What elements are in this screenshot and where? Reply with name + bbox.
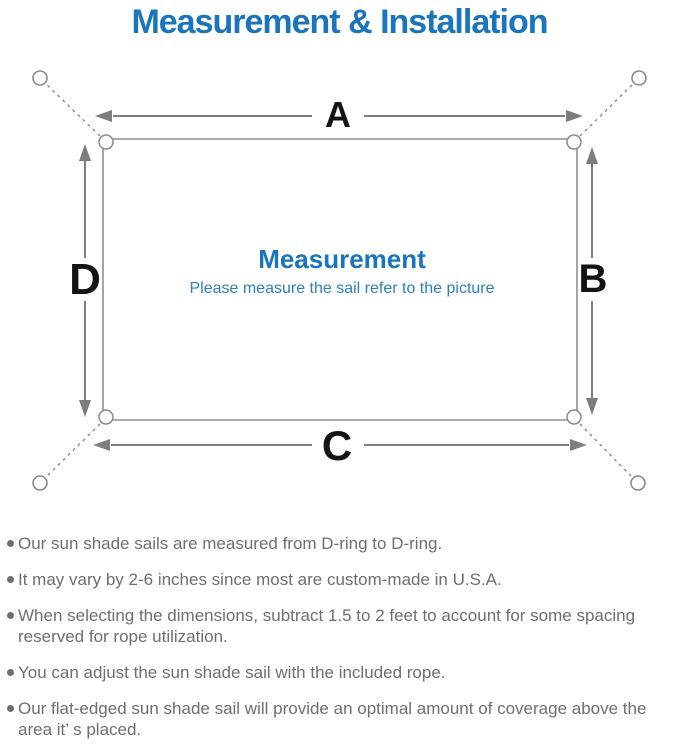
arrowhead-down-icon xyxy=(586,398,598,415)
note-text: When selecting the dimensions, subtract … xyxy=(18,606,636,646)
list-item: Our flat-edged sun shade sail will provi… xyxy=(7,698,667,740)
arrowhead-left-icon xyxy=(95,110,112,122)
anchor-ring-top-left xyxy=(32,70,48,86)
bullet-dot-icon xyxy=(7,540,14,547)
measurement-diagram: A C D B Measurement Please meas xyxy=(32,70,647,491)
anchor-ring-bottom-left xyxy=(32,475,48,491)
arrowhead-right-icon xyxy=(566,110,583,122)
note-text: You can adjust the sun shade sail with t… xyxy=(18,663,446,682)
tension-rope-lines xyxy=(44,82,635,479)
page-title: Measurement & Installation xyxy=(131,3,548,41)
rope-line-top-left xyxy=(44,82,101,137)
anchor-rings xyxy=(32,70,647,491)
dimension-a: A xyxy=(95,94,583,135)
dimension-label-d: D xyxy=(69,255,101,304)
dimension-b: B xyxy=(579,147,608,415)
rope-line-top-right xyxy=(579,82,635,137)
notes-list: Our sun shade sails are measured from D-… xyxy=(7,533,667,755)
rope-line-bottom-right xyxy=(579,423,634,479)
grommet-bottom-left xyxy=(98,409,114,425)
bullet-dot-icon xyxy=(7,576,14,583)
anchor-ring-bottom-right xyxy=(630,475,646,491)
note-text: Our flat-edged sun shade sail will provi… xyxy=(18,699,647,739)
grommet-top-left xyxy=(98,134,114,150)
diagram-center-subtitle: Please measure the sail refer to the pic… xyxy=(189,280,494,297)
note-text: Our sun shade sails are measured from D-… xyxy=(18,534,443,553)
arrowhead-up-icon xyxy=(586,147,598,164)
list-item: When selecting the dimensions, subtract … xyxy=(7,605,667,647)
list-item: It may vary by 2-6 inches since most are… xyxy=(7,569,667,590)
arrowhead-down-icon xyxy=(79,400,91,417)
note-text: It may vary by 2-6 inches since most are… xyxy=(18,570,502,589)
arrowhead-right-icon xyxy=(570,439,587,451)
corner-grommets xyxy=(98,134,582,425)
list-item: You can adjust the sun shade sail with t… xyxy=(7,662,667,683)
anchor-ring-top-right xyxy=(631,70,647,86)
dimension-label-b: B xyxy=(579,257,608,301)
arrowhead-up-icon xyxy=(79,144,91,161)
list-item: Our sun shade sails are measured from D-… xyxy=(7,533,667,554)
sail-outline xyxy=(102,138,578,421)
dimension-label-c: C xyxy=(322,422,352,469)
rope-line-bottom-left xyxy=(44,423,101,479)
grommet-bottom-right xyxy=(566,409,582,425)
bullet-dot-icon xyxy=(7,669,14,676)
bullet-dot-icon xyxy=(7,705,14,712)
diagram-center-title: Measurement xyxy=(258,244,426,274)
bullet-dot-icon xyxy=(7,612,14,619)
dimension-d: D xyxy=(69,144,101,417)
grommet-top-right xyxy=(566,134,582,150)
arrowhead-left-icon xyxy=(93,439,110,451)
dimension-label-a: A xyxy=(325,94,351,135)
dimension-c: C xyxy=(93,422,587,469)
